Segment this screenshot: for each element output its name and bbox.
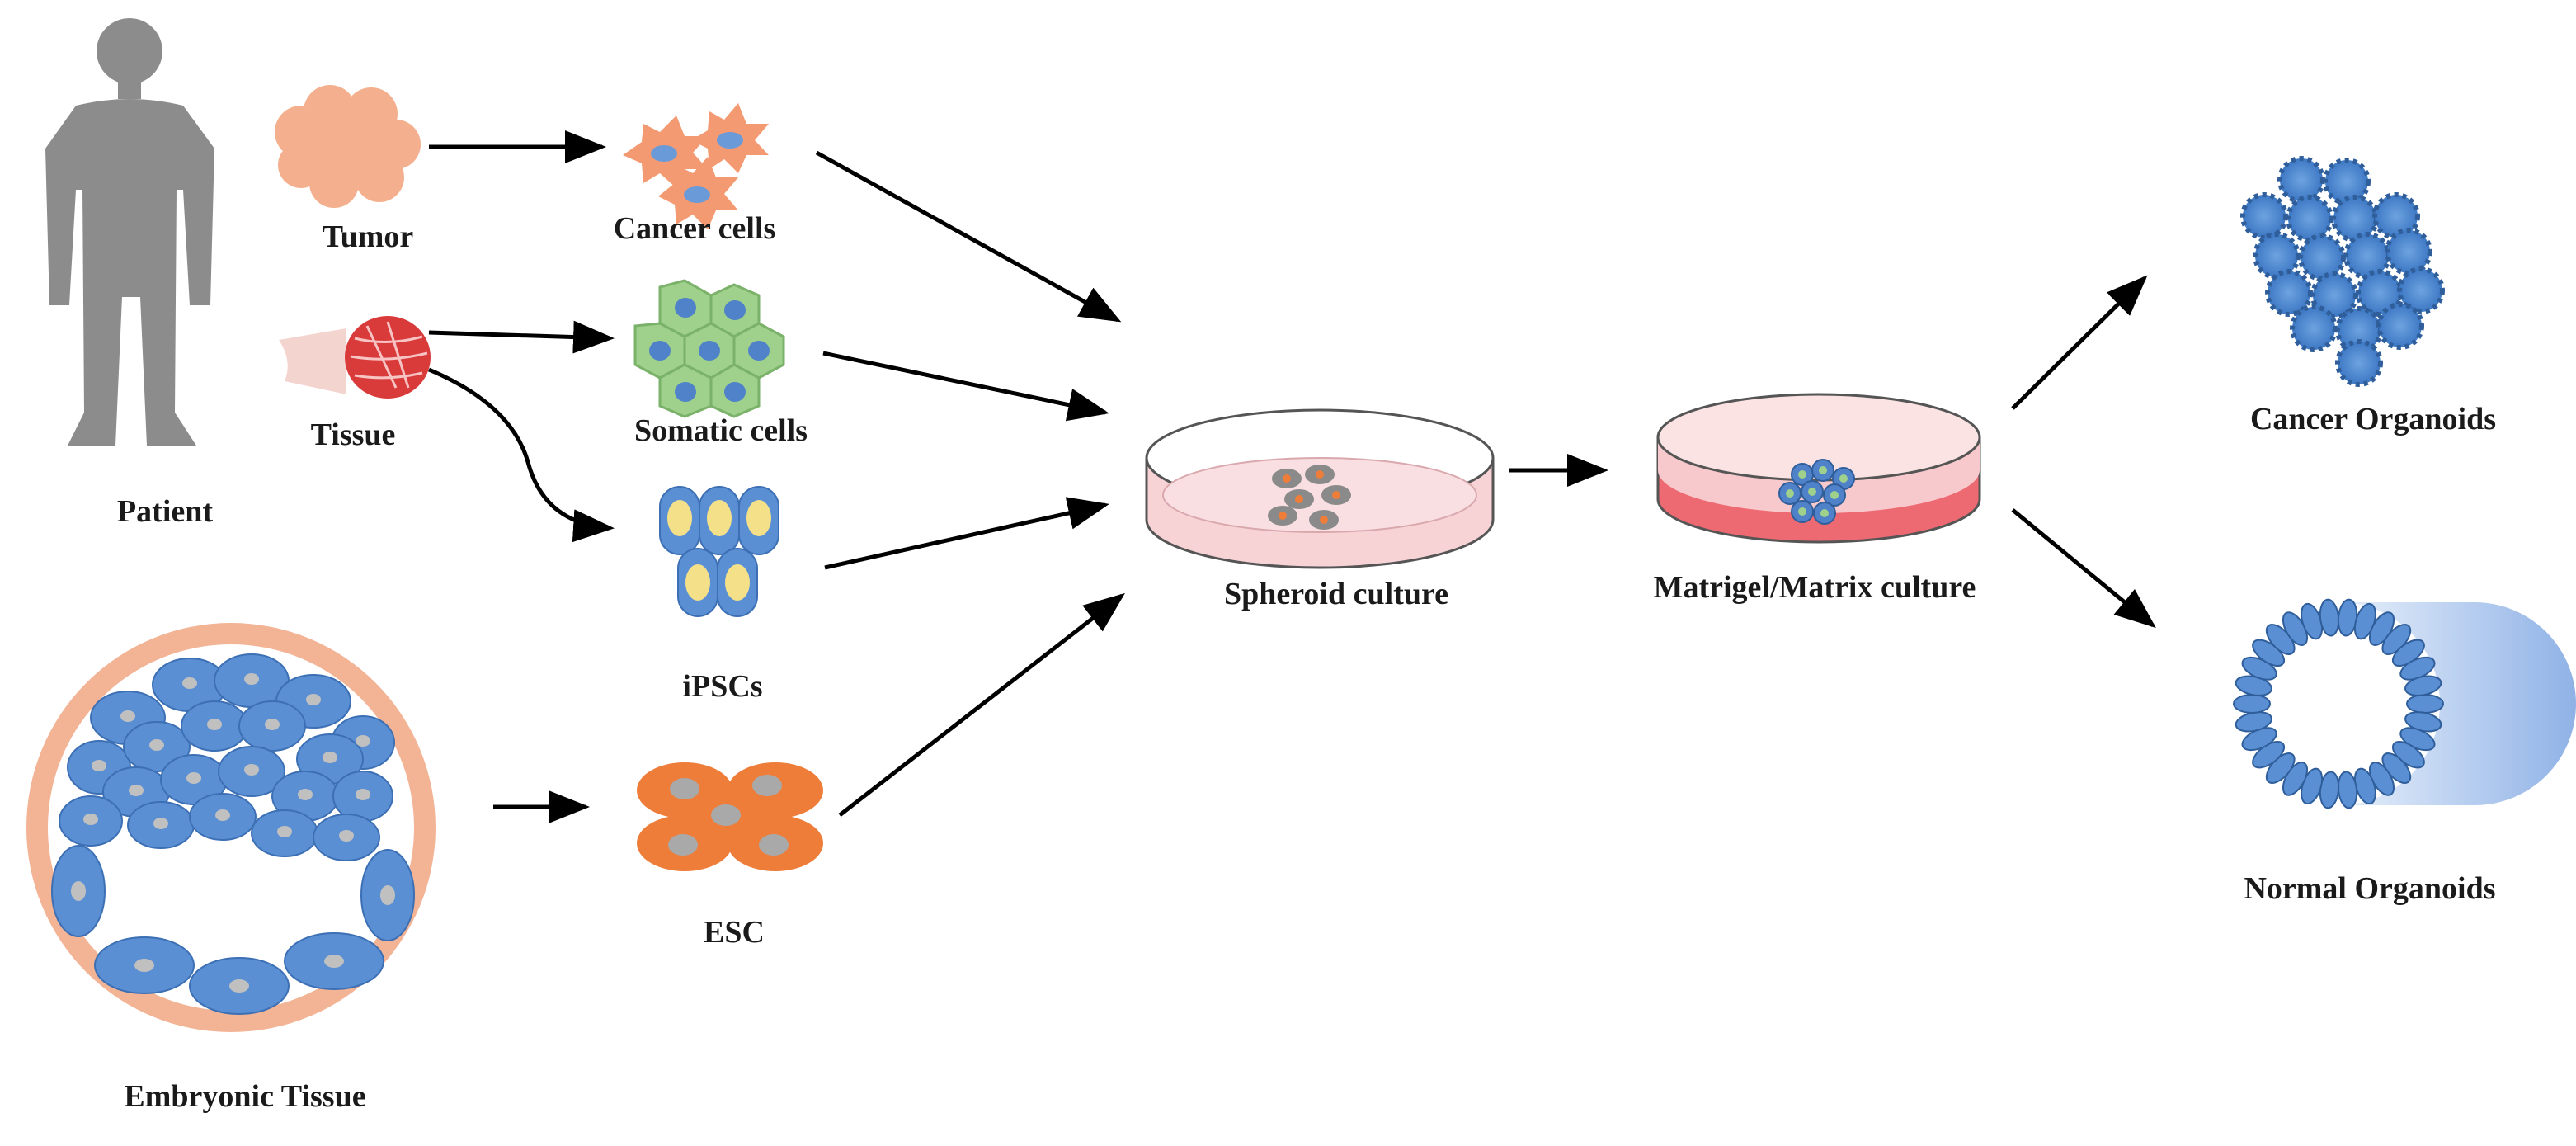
label-spheroid-culture: Spheroid culture: [1223, 577, 1449, 611]
ring-cell: [2406, 694, 2444, 714]
cancer-organoids-icon: [2240, 156, 2445, 387]
arrow-esc-to-dish: [838, 592, 1125, 817]
arrow-matrigel-to-cancer-organoids: [2011, 275, 2148, 410]
esc-icon: [637, 762, 823, 871]
label-ipscs: iPSCs: [682, 669, 763, 704]
ring-cell: [2404, 675, 2442, 696]
tissue-icon: [279, 316, 431, 399]
label-patient: Patient: [116, 494, 214, 529]
arrow-tissue-to-somatic-cells: [428, 320, 615, 354]
ring-cell: [2233, 694, 2271, 714]
label-matrigel-culture: Matrigel/Matrix culture: [1653, 570, 1976, 605]
arrow-cancer-cells-to-dish: [815, 150, 1122, 323]
spheroid-dish-icon: [1145, 408, 1495, 569]
label-tumor: Tumor: [322, 219, 414, 254]
label-embryonic-tissue: Embryonic Tissue: [124, 1079, 366, 1114]
arrow-ipscs-to-dish: [824, 497, 1109, 570]
tumor-icon: [275, 85, 421, 208]
label-somatic-cells: Somatic cells: [633, 413, 808, 448]
label-tissue: Tissue: [310, 417, 396, 452]
somatic-cells-icon: [633, 279, 785, 418]
ipscs-icon: [659, 486, 779, 617]
label-cancer-organoids: Cancer Organoids: [2249, 402, 2497, 436]
arrow-tissue-to-ipscs: [428, 367, 615, 543]
matrigel-dish-icon: [1656, 393, 1981, 544]
arrow-somatic-to-dish: [822, 351, 1109, 422]
cancer-cells-icon: [623, 103, 769, 229]
normal-organoid-ring: [2233, 598, 2444, 809]
patient-silhouette: [45, 18, 214, 446]
normal-organoids-icon: [2233, 598, 2576, 809]
label-cancer-cells: Cancer cells: [613, 211, 776, 246]
embryonic-tissue-icon: [26, 623, 436, 1032]
arrow-matrigel-to-normal-organoids: [2011, 508, 2156, 629]
label-normal-organoids: Normal Organoids: [2244, 871, 2496, 906]
label-esc: ESC: [704, 915, 765, 950]
arrows: [428, 130, 2156, 823]
